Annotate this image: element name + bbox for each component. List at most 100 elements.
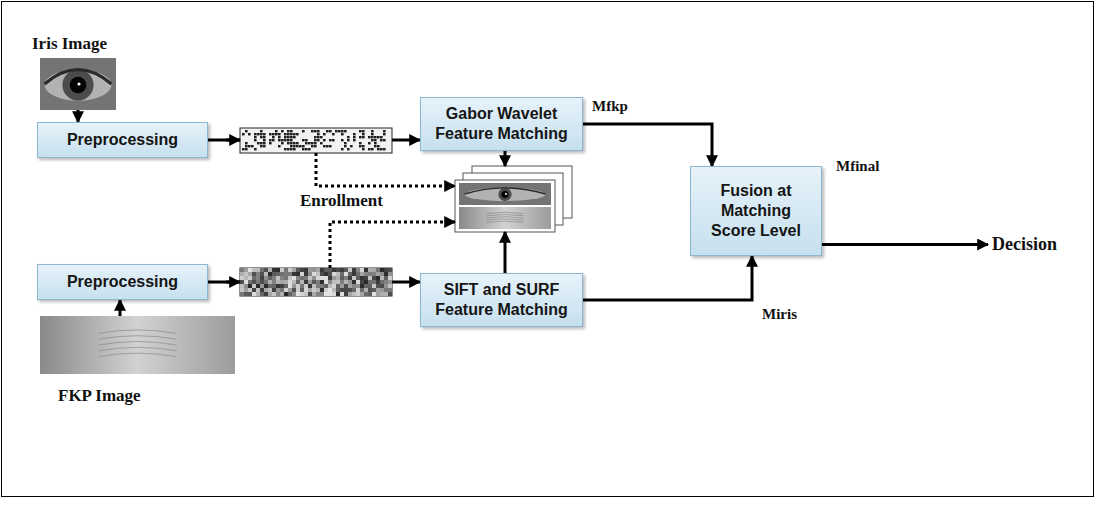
arrow-head: [226, 139, 240, 142]
fkp-feature-cell: [276, 288, 280, 292]
iris-code-bit: [320, 142, 323, 144]
fkp-feature-cell: [380, 280, 384, 284]
iris-code-bit: [314, 145, 317, 147]
fkp-feature-cell: [332, 280, 336, 284]
fkp-feature-cell: [280, 272, 284, 276]
iris-code-bit: [344, 142, 347, 144]
fkp-feature-cell: [336, 268, 340, 272]
fkp-feature-cell: [264, 292, 268, 296]
iris-code-bit: [299, 145, 302, 147]
iris-code-bit: [278, 139, 281, 141]
iris-code-bit: [290, 145, 293, 147]
iris-code-bit: [332, 139, 335, 141]
iris-code-bit: [347, 139, 350, 141]
iris-code-bit: [320, 136, 323, 138]
fkp-feature-cell: [304, 292, 308, 296]
fkp-feature-cell: [324, 280, 328, 284]
fkp-feature-cell: [256, 272, 260, 276]
iris-code-bit: [368, 136, 371, 138]
iris-code-bit: [305, 142, 308, 144]
fkp-feature-cell: [356, 276, 360, 280]
fkp-feature-cell: [252, 276, 256, 280]
fkp-feature-cell: [356, 284, 360, 288]
fkp-feature-cell: [256, 280, 260, 284]
eye-lid: [45, 70, 112, 84]
iris-code-bit: [314, 136, 317, 138]
iris-code-bit: [272, 136, 275, 138]
diagram-label: Enrollment: [300, 191, 383, 211]
fkp-feature-cell: [352, 280, 356, 284]
database-stack: [455, 166, 572, 232]
flow-arrow: [583, 256, 752, 300]
eye-photo-bg: [459, 183, 551, 205]
fkp-feature-cell: [308, 268, 312, 272]
fkp-feature-cell: [244, 268, 248, 272]
iris-code-bit: [254, 139, 257, 141]
iris-code-bit: [317, 139, 320, 141]
fkp-feature-cell: [256, 292, 260, 296]
iris-code-bit: [329, 139, 332, 141]
iris-code-bit: [311, 130, 314, 132]
fkp-feature-cell: [272, 272, 276, 276]
iris-code-bit: [383, 133, 386, 135]
iris-code-bit: [383, 148, 386, 150]
fkp-feature-cell: [272, 280, 276, 284]
fkp-feature-cell: [288, 284, 292, 288]
knuckle-crease: [487, 212, 524, 213]
fkp-feature-cell: [368, 280, 372, 284]
knuckle-crease: [487, 217, 524, 218]
knuckle-crease: [99, 330, 177, 333]
eye-iris: [498, 188, 511, 201]
input-arrow: [119, 300, 122, 316]
iris-code-bit: [263, 139, 266, 141]
iris-code-bit: [374, 139, 377, 141]
fkp-feature-cell: [340, 292, 344, 296]
iris-code-bit: [254, 136, 257, 138]
knuckle-crease: [99, 336, 177, 339]
fkp-feature-cell: [296, 292, 300, 296]
fkp-feature-image: [240, 268, 392, 296]
fkp-feature-cell: [380, 268, 384, 272]
fkp-feature-cell: [340, 284, 344, 288]
iris-code-bit: [290, 142, 293, 144]
fkp-feature-cell: [380, 276, 384, 280]
fkp-feature-cell: [388, 280, 392, 284]
iris-code-bit: [314, 142, 317, 144]
iris-code-bit: [353, 139, 356, 141]
fkp-feature-cell: [292, 268, 296, 272]
box-text: Preprocessing: [67, 130, 178, 150]
fkp-feature-cell: [380, 288, 384, 292]
fkp-feature-cell: [368, 276, 372, 280]
iris-code-bit: [245, 130, 248, 132]
fkp-feature-cell: [292, 292, 296, 296]
eye-lid: [465, 188, 546, 194]
fkp-feature-cell: [300, 268, 304, 272]
iris-code-bit: [293, 136, 296, 138]
fkp-feature-cell: [328, 288, 332, 292]
fkp-feature-cell: [364, 280, 368, 284]
fkp-feature-cell: [360, 292, 364, 296]
eye-highlight: [505, 193, 507, 195]
fkp-feature-cell: [360, 288, 364, 292]
iris-code-bit: [287, 139, 290, 141]
iris-code-bit: [302, 145, 305, 147]
fkp-feature-cell: [300, 292, 304, 296]
knuckle-crease: [487, 214, 524, 215]
enrollment-arrow: [316, 153, 455, 186]
process-box: Gabor Wavelet Feature Matching: [420, 97, 583, 151]
iris-code-bit: [290, 133, 293, 135]
fkp-feature-cell: [272, 276, 276, 280]
fkp-feature-cell: [268, 292, 272, 296]
iris-code-bit: [347, 148, 350, 150]
fkp-feature-cell: [328, 276, 332, 280]
fkp-feature-cell: [316, 288, 320, 292]
fkp-feature-cell: [252, 288, 256, 292]
iris-code-bit: [341, 139, 344, 141]
fkp-feature-cell: [364, 284, 368, 288]
iris-code-bit: [374, 142, 377, 144]
fkp-feature-cell: [380, 284, 384, 288]
fkp-feature-cell: [272, 288, 276, 292]
fkp-feature-cell: [316, 284, 320, 288]
